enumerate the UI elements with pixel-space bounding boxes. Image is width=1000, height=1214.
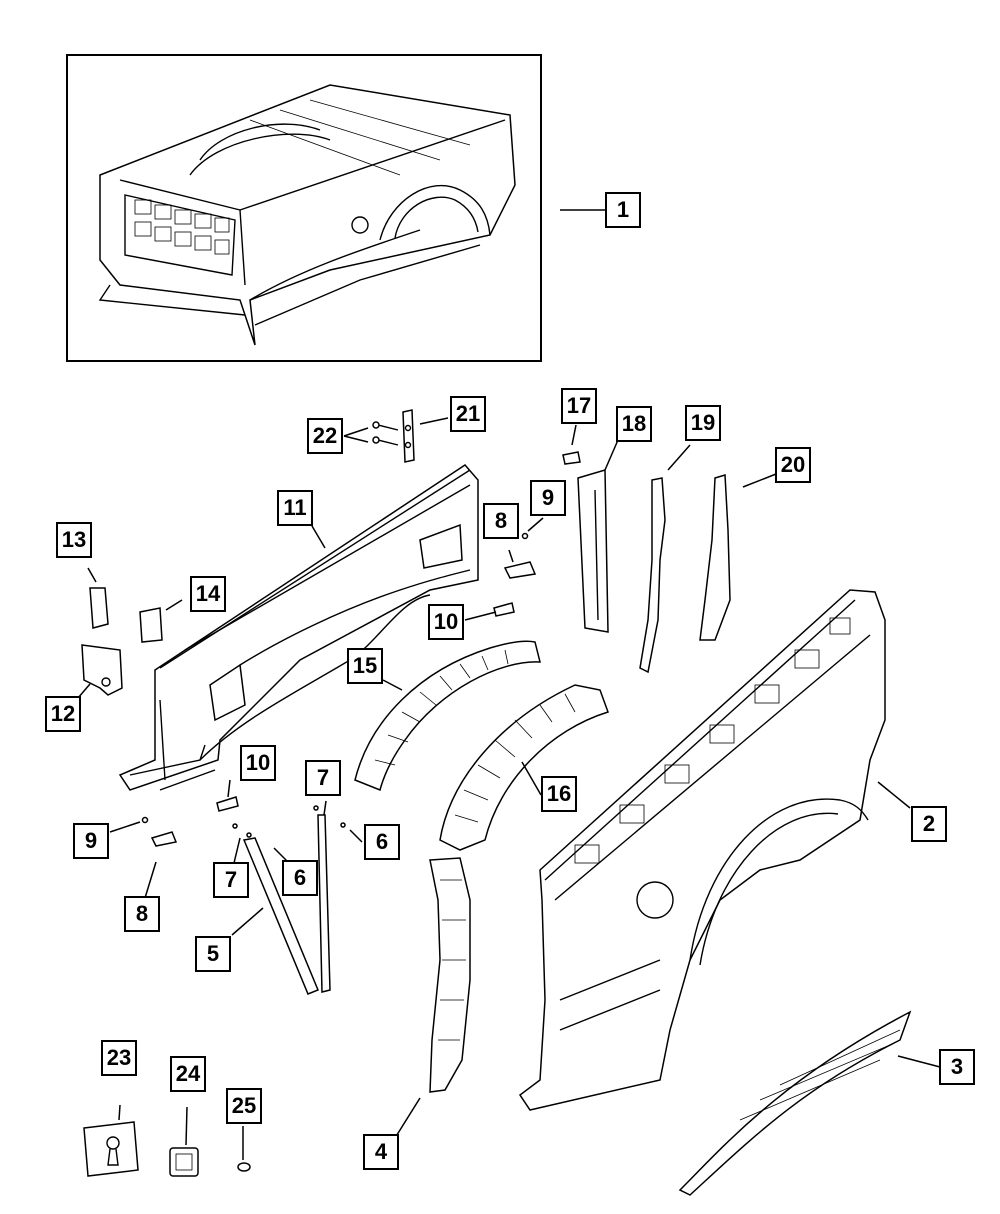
callout-8-upper: 8 [483,503,519,539]
outer-side-panel-part [518,589,886,1111]
callout-17: 17 [561,388,597,424]
callout-1: 1 [605,192,641,228]
callout-8-lower: 8 [124,896,160,932]
callout-9-upper: 9 [530,480,566,516]
callout-9-lower: 9 [73,823,109,859]
callout-22: 22 [307,418,343,454]
callout-10-upper: 10 [428,604,464,640]
callout-7-top: 7 [305,760,341,796]
callout-3: 3 [939,1049,975,1085]
callout-10-lower: 10 [240,745,276,781]
callout-24: 24 [170,1056,206,1092]
callout-18: 18 [616,406,652,442]
inner-side-panel-part [118,464,479,791]
callout-12: 12 [45,696,81,732]
callout-14: 14 [190,576,226,612]
wheelhouse-liner-part [354,640,541,792]
support-rods-part [242,814,331,995]
callout-20: 20 [775,447,811,483]
front-reinforcement-part [429,857,471,1093]
bolts-part [372,421,399,446]
small-clips-parts [141,532,537,847]
lower-panel-part [678,1010,912,1196]
assembled-bed-inset-frame [66,54,542,362]
callout-2: 2 [911,806,947,842]
callout-6-left: 6 [282,860,318,896]
pillar-parts [562,451,731,674]
callout-25: 25 [226,1088,262,1124]
callout-16: 16 [541,776,577,812]
callout-4: 4 [363,1134,399,1170]
callout-13: 13 [56,522,92,558]
assembled-bed-illustration [98,84,516,346]
callout-23: 23 [101,1040,137,1076]
callout-21: 21 [450,396,486,432]
wheelhouse-reinforcement-part [439,684,609,851]
callout-5: 5 [195,936,231,972]
brackets-parts [81,587,163,696]
leader-lines [71,209,941,1160]
callout-19: 19 [685,405,721,441]
callout-11: 11 [277,490,313,526]
callout-15: 15 [347,648,383,684]
small-items-parts [83,1121,251,1177]
callout-7-bottom: 7 [213,862,249,898]
callout-6-right: 6 [364,824,400,860]
hinge-bracket-part [402,409,415,463]
